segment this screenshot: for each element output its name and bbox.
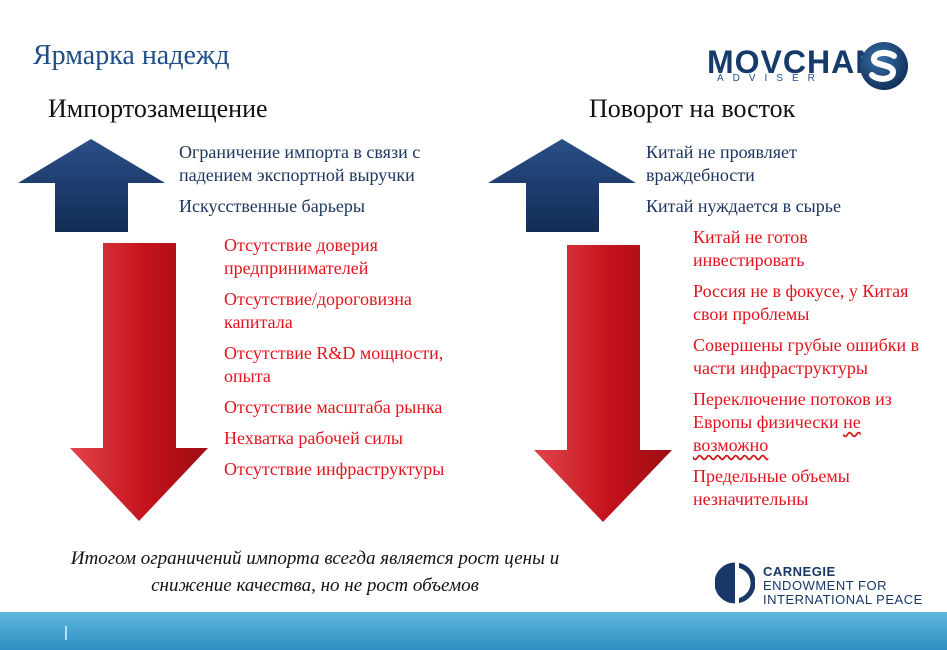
list-item: Ограничение импорта в связи с падением э… bbox=[179, 142, 421, 185]
conclusion-text: Итогом ограничений импорта всегда являет… bbox=[20, 545, 610, 599]
list-item: Отсутствие доверия предпринимателей bbox=[224, 235, 378, 278]
left-negative-list: Отсутствие доверия предпринимателей Отсу… bbox=[224, 234, 449, 489]
list-item: Россия не в фокусе, у Китая свои проблем… bbox=[693, 281, 909, 324]
down-arrow-icon bbox=[534, 245, 672, 522]
list-item: Китай не проявляет враждебности bbox=[646, 142, 797, 185]
list-item: Отсутствие/дороговизна капитала bbox=[224, 289, 412, 332]
list-item: Переключение потоков из Европы физически… bbox=[693, 388, 923, 457]
right-positive-list: Китай не проявляет враждебности Китай ну… bbox=[646, 141, 876, 226]
list-item: Искусственные барьеры bbox=[179, 196, 365, 216]
movchan-s-icon bbox=[860, 42, 908, 90]
up-arrow-icon bbox=[488, 139, 636, 232]
list-item: Предельные объемы незначительны bbox=[693, 466, 850, 509]
right-negative-list: Китай не готов инвестировать Россия не в… bbox=[693, 226, 923, 519]
list-item: Отсутствие масштаба рынка bbox=[224, 397, 443, 417]
carnegie-line: INTERNATIONAL PEACE bbox=[763, 592, 923, 607]
down-arrow-icon bbox=[70, 243, 208, 521]
footer-band bbox=[0, 612, 947, 650]
list-item: Нехватка рабочей силы bbox=[224, 428, 403, 448]
left-positive-list: Ограничение импорта в связи с падением э… bbox=[179, 141, 449, 226]
page-number: | bbox=[64, 624, 68, 641]
list-item: Китай нуждается в сырье bbox=[646, 196, 841, 216]
carnegie-line: ENDOWMENT FOR bbox=[763, 578, 887, 593]
spelling-underline-text: не возможно bbox=[693, 412, 861, 455]
list-item: Китай не готов инвестировать bbox=[693, 227, 808, 270]
list-item: Отсутствие R&D мощности, опыта bbox=[224, 343, 444, 386]
left-heading: Импортозамещение bbox=[48, 94, 268, 123]
right-heading: Поворот на восток bbox=[589, 94, 796, 123]
list-item: Отсутствие инфраструктуры bbox=[224, 459, 445, 479]
carnegie-logo-text: CARNEGIE ENDOWMENT FOR INTERNATIONAL PEA… bbox=[763, 565, 923, 607]
up-arrow-icon bbox=[18, 139, 165, 232]
slide-title: Ярмарка надежд bbox=[33, 40, 230, 71]
list-item-text: Переключение потоков из Европы физически bbox=[693, 389, 892, 432]
carnegie-line: CARNEGIE bbox=[763, 564, 836, 579]
movchan-logo-word: MOVCHAN bbox=[707, 44, 880, 80]
list-item: Совершены грубые ошибки в части инфрастр… bbox=[693, 335, 920, 378]
carnegie-mark-icon bbox=[715, 562, 755, 604]
conclusion-line: снижение качества, но не рост объемов bbox=[151, 575, 479, 596]
conclusion-line: Итогом ограничений импорта всегда являет… bbox=[70, 548, 560, 569]
movchan-logo-sub: ADVISER bbox=[717, 73, 824, 84]
